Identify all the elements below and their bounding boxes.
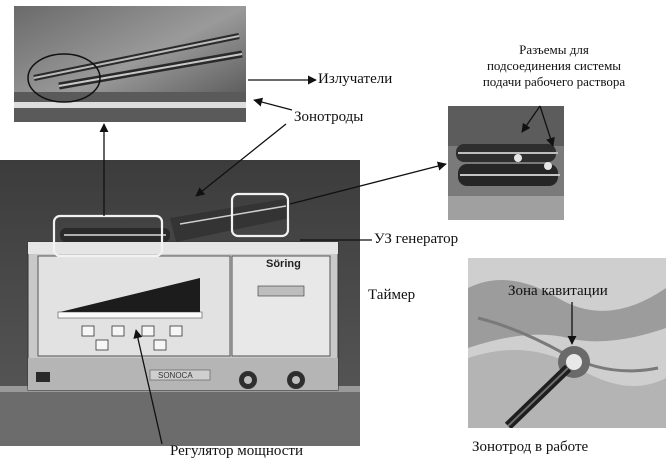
sonotrode-in-work-label: Зонотрод в работе [472,439,589,455]
connectors-photo [448,106,564,220]
connectors-label: Разъемы для подсоединения системы подачи… [482,42,626,89]
emitters-label: Излучатели [318,71,393,87]
emitters-photo [14,6,246,122]
sonotrodes-label: Зонотроды [294,109,364,125]
us-generator-label: УЗ генератор [374,231,459,247]
timer-label: Таймер [368,287,416,303]
power-regulator-label: Регулятор мощности [170,443,303,459]
device-brand-label: Söring [266,258,301,270]
cavitation-zone-label: Зона кавитации [508,283,608,299]
device-model-label: SONOCA [158,371,193,380]
sonotrode-work-photo [468,258,666,428]
generator-device-photo [0,160,360,446]
